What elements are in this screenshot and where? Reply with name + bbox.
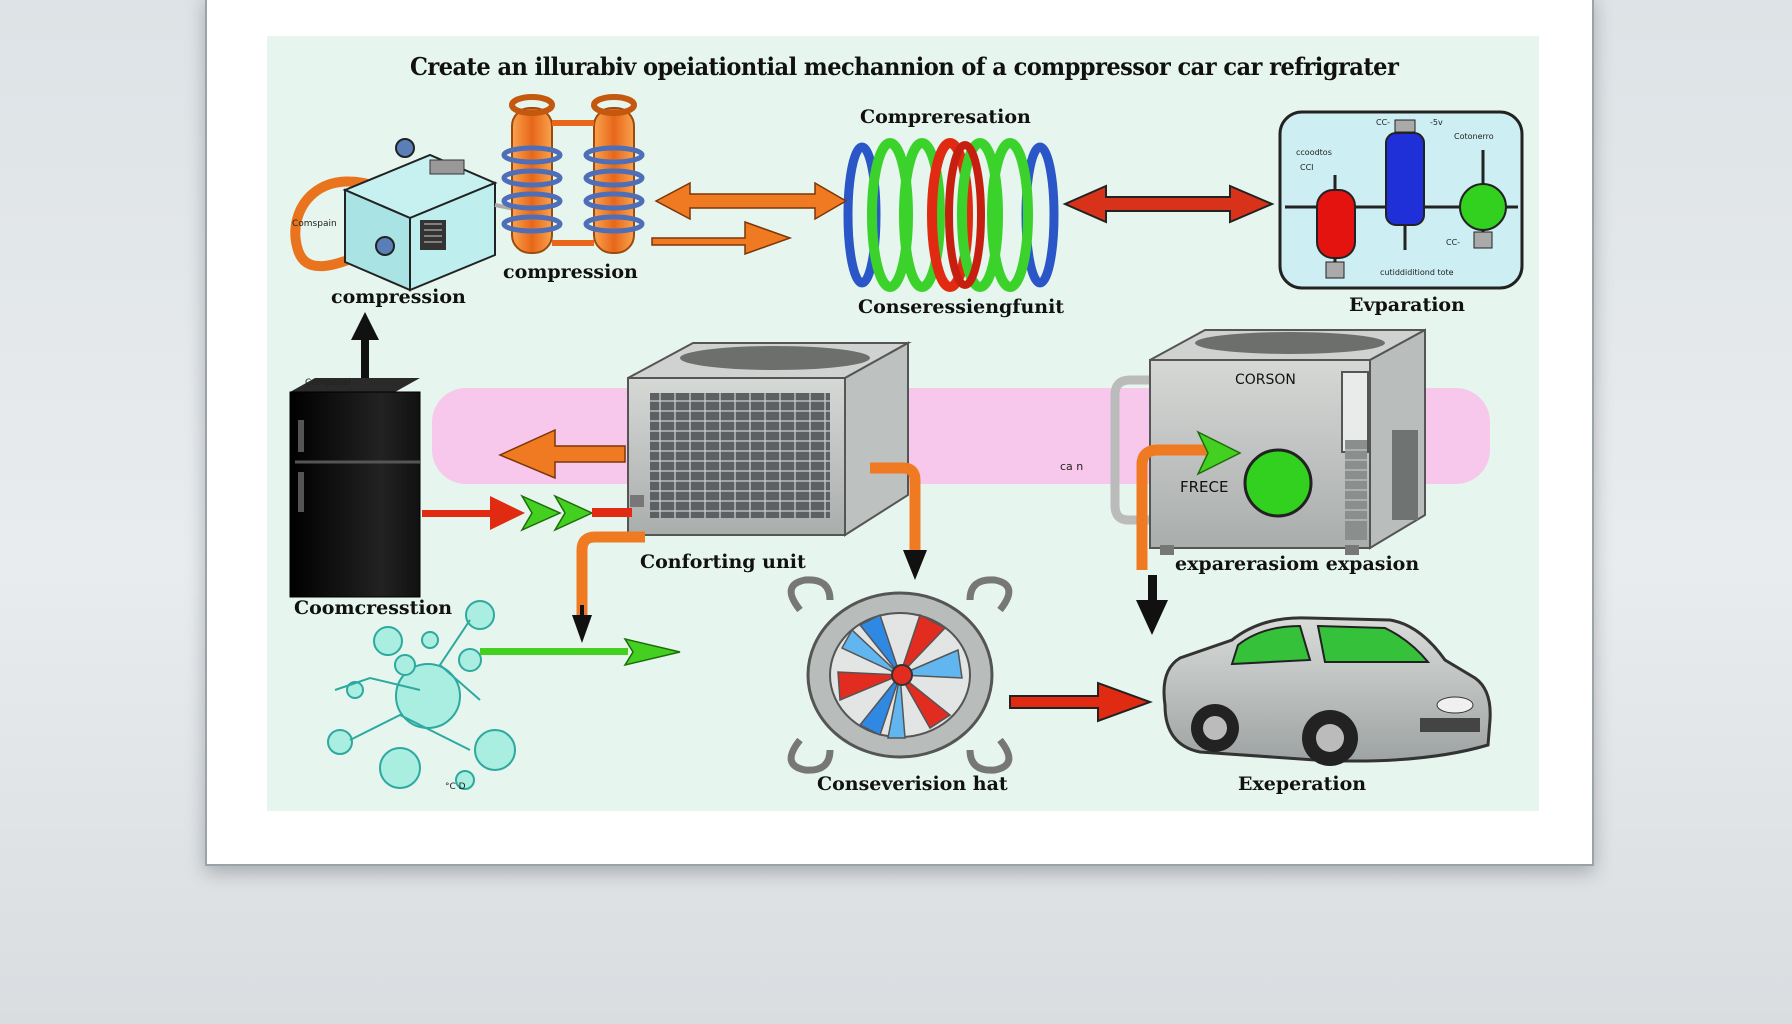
label-evaporation-top: Evparation xyxy=(1349,294,1465,316)
label-expansion: exparerasiom expasion xyxy=(1175,553,1420,575)
green-arrow-head xyxy=(623,637,681,667)
label-comcresstion: Coomcresstion xyxy=(294,597,453,619)
label-compresreation: Compreresation xyxy=(860,106,1031,128)
label-evap-panel-tl2: CCI xyxy=(1300,163,1314,172)
label-conversion-hat: Conseverision hat xyxy=(817,773,1008,795)
label-frece: FRECE xyxy=(1180,478,1229,496)
label-compression-coil: compression xyxy=(503,261,638,283)
label-evap-panel-tl: ccoodtos xyxy=(1296,148,1332,157)
condensing-unit-illustration xyxy=(627,341,912,537)
diagram-title: Create an illurabiv opeiationtial mechan… xyxy=(410,52,1399,81)
label-conseressiengunit: Conseressiengfunit xyxy=(858,296,1065,318)
label-compressor-tag: Comspain xyxy=(292,219,337,229)
corson-unit-illustration xyxy=(1110,328,1426,555)
spring-coil-illustration xyxy=(843,138,1059,292)
car-illustration xyxy=(1162,616,1492,766)
coil-columns-illustration xyxy=(501,94,645,254)
label-compression-left: compression xyxy=(331,286,466,308)
compressor-box-illustration xyxy=(290,138,521,292)
conversion-wheel-illustration xyxy=(787,576,1013,774)
molecule-cluster-illustration xyxy=(327,600,516,790)
label-exporation-bottom: Exeperation xyxy=(1238,773,1367,795)
top-arrows xyxy=(651,181,1275,256)
label-evap-panel-co: CC- xyxy=(1446,238,1461,247)
label-evap-panel-top: CC- xyxy=(1376,118,1391,127)
label-evap-panel-top2: ‑5v xyxy=(1430,118,1443,127)
fridge-illustration xyxy=(289,378,421,598)
label-evap-panel-tr: Cotonerro xyxy=(1454,132,1494,141)
label-condensing-unit: Conforting unit xyxy=(640,551,806,573)
bottom-red-arrow xyxy=(1009,681,1153,723)
label-molecule-tag: °C D xyxy=(445,782,466,792)
label-corson: CORSON xyxy=(1235,372,1296,388)
evaporation-panel-illustration xyxy=(1278,110,1524,290)
middle-arrows xyxy=(422,428,1242,643)
label-car-tag: ca n xyxy=(1060,460,1084,473)
label-fridge-tag: Compepal xyxy=(305,378,351,388)
up-arrow xyxy=(351,312,379,382)
label-evap-panel-bottom: cutiddiditiond tote xyxy=(1380,268,1454,277)
green-arrow-shaft xyxy=(480,648,628,655)
